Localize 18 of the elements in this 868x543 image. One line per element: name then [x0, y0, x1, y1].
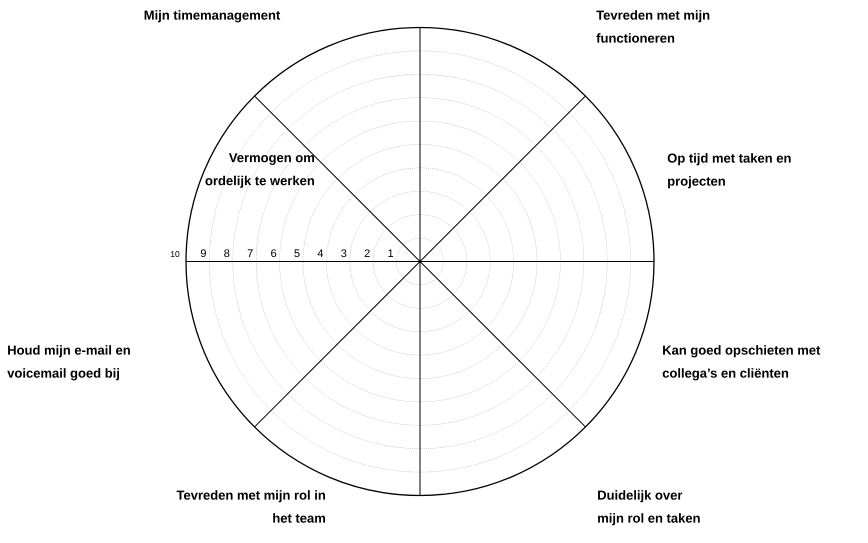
category-label: Tevreden met mijn functioneren: [596, 10, 710, 43]
category-label: Mijn timemanagement: [144, 10, 280, 22]
scale-number: 8: [224, 249, 230, 258]
category-label: Op tijd met taken en projecten: [668, 153, 791, 188]
scale-number: 9: [200, 249, 206, 258]
category-label: Tevreden met mijn rol in het team: [176, 490, 325, 523]
scale-number: 3: [341, 249, 346, 258]
scale-number: 1: [388, 249, 394, 257]
scale-number: 7: [248, 249, 253, 257]
scale-number: 5: [294, 249, 300, 258]
scale-number: 6: [271, 249, 276, 258]
scale-number: 4: [318, 249, 324, 257]
category-label: Kan goed opschieten met collega’s en cliënten: [662, 345, 820, 380]
scale-number: 2: [364, 249, 370, 257]
category-label: Houd mijn e-mail en voicemail goed bij: [7, 345, 130, 380]
scale-number: 10: [170, 251, 180, 258]
category-label: Duidelijk over mijn rol en taken: [598, 490, 700, 526]
category-label: Vermogen om ordelijk te werken: [205, 153, 314, 188]
